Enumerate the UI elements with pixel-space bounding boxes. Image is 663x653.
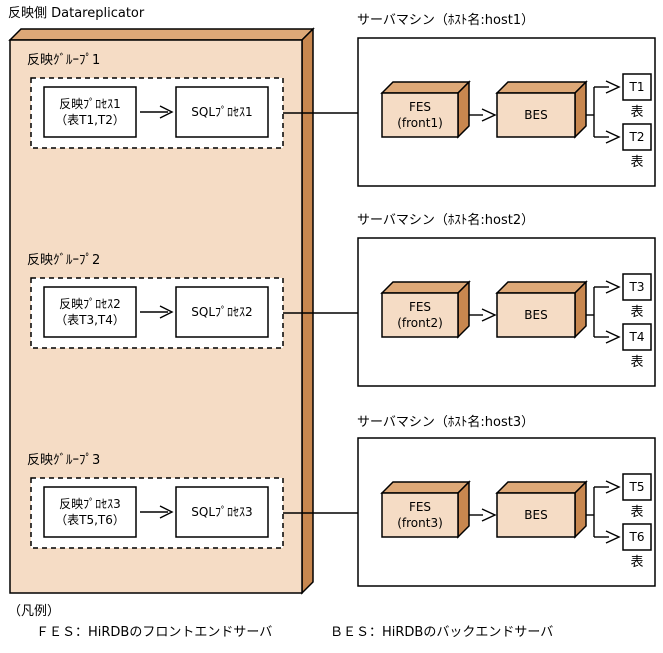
server2-branch-bottom-arrowhead (605, 330, 621, 344)
server1-table-top-caption: 表 (630, 105, 644, 120)
server1-table-top-box (622, 73, 652, 101)
legend-heading: （凡例） (8, 604, 61, 619)
group3-process-line2: （表T5,T6） (55, 513, 125, 527)
server1-table-top-text: T1 (629, 79, 645, 94)
server2-table-bottom-text: T4 (629, 329, 645, 344)
server1-fes-bes-arrowhead (481, 108, 497, 122)
group2-process-box (43, 286, 137, 338)
group2-process-line2: （表T3,T4） (55, 313, 125, 327)
group2-label: 反映ｸﾞﾙｰﾌﾟ2 (27, 253, 101, 268)
server3-fes-line2: (front3) (397, 516, 443, 530)
server1-fes-box-top (380, 81, 471, 94)
server3-table-top-box (622, 473, 652, 501)
group2-sql-text: SQLﾌﾟﾛｾｽ2 (191, 304, 253, 319)
server2-table-top-box (622, 273, 652, 301)
server3-table-top-caption: 表 (630, 505, 644, 520)
server1-table-bottom-text: T2 (629, 129, 645, 144)
server3-bes-box-face (496, 492, 576, 538)
group2-sql-box (175, 286, 269, 338)
server3-fes-text: FES (front3) (382, 493, 458, 537)
server3-bes-box-top (495, 481, 588, 494)
server3-table-bottom-text: T6 (629, 529, 645, 544)
datareplicator-box-top (8, 28, 315, 41)
group1-process-text: 反映ﾌﾟﾛｾｽ1 （表T1,T2） (44, 87, 136, 137)
diagram-title: 反映側 Datareplicator (8, 6, 145, 21)
group3-label: 反映ｸﾞﾙｰﾌﾟ3 (27, 453, 101, 468)
server2-table-top-caption: 表 (630, 305, 644, 320)
legend-fes-entry: ＦＥＳ：HiRDBのフロントエンドサーバ (36, 625, 273, 640)
group1-process-line2: （表T1,T2） (55, 113, 125, 127)
server3-bes-text: BES (524, 507, 548, 522)
server1-table-bottom-caption: 表 (630, 155, 644, 170)
server3-fes-bes-arrowhead (481, 508, 497, 522)
server2-fes-bes-arrowhead (481, 308, 497, 322)
server2-fes-box-top (380, 281, 471, 294)
server3-table-top-text: T5 (629, 479, 645, 494)
server3-branch-top-arrowhead (605, 480, 621, 494)
group1-sql-box (175, 86, 269, 138)
server3-fes-line1: FES (408, 499, 432, 514)
server3-label: サーバマシン（ﾎｽﾄ名:host3） (357, 415, 535, 430)
server3-fes-box-top (380, 481, 471, 494)
server2-label: サーバマシン（ﾎｽﾄ名:host2） (357, 213, 535, 228)
group1-process-line1: 反映ﾌﾟﾛｾｽ1 (59, 96, 121, 111)
group2-process-arrowhead (159, 305, 174, 319)
server2-table-bottom-caption: 表 (630, 355, 644, 370)
group3-sql-text: SQLﾌﾟﾛｾｽ3 (191, 504, 253, 519)
server1-fes-text: FES (front1) (382, 93, 458, 137)
server1-fes-line2: (front1) (397, 116, 443, 130)
server2-bes-box-top (495, 281, 588, 294)
server3-table-bottom-caption: 表 (630, 555, 644, 570)
server1-fes-line1: FES (408, 99, 432, 114)
server1-fes-box-face (381, 92, 459, 138)
server3-branch-bottom-arrowhead (605, 530, 621, 544)
group1-sql-text: SQLﾌﾟﾛｾｽ1 (191, 104, 253, 119)
server2-fes-box-face (381, 292, 459, 338)
group3-process-text: 反映ﾌﾟﾛｾｽ3 （表T5,T6） (44, 487, 136, 537)
server2-fes-line1: FES (408, 299, 432, 314)
server1-bes-box-face (496, 92, 576, 138)
server1-table-bottom-box (622, 123, 652, 151)
legend-bes-entry: ＢＥＳ：HiRDBのバックエンドサーバ (330, 625, 554, 640)
server2-table-bottom-box (622, 323, 652, 351)
server2-bes-text: BES (524, 307, 548, 322)
group2-process-line1: 反映ﾌﾟﾛｾｽ2 (59, 296, 121, 311)
server1-branch-bottom-arrowhead (605, 130, 621, 144)
server1-bes-box-top (495, 81, 588, 94)
server3-fes-box-face (381, 492, 459, 538)
server2-bes-box-face (496, 292, 576, 338)
group3-process-box (43, 486, 137, 538)
server1-branch-top-arrowhead (605, 80, 621, 94)
group3-process-arrowhead (159, 505, 174, 519)
server2-table-top-text: T3 (629, 279, 645, 294)
group3-sql-box (175, 486, 269, 538)
group1-label: 反映ｸﾞﾙｰﾌﾟ1 (27, 53, 101, 68)
group1-process-arrowhead (159, 105, 174, 119)
server2-fes-text: FES (front2) (382, 293, 458, 337)
group2-process-text: 反映ﾌﾟﾛｾｽ2 （表T3,T4） (44, 287, 136, 337)
server1-label: サーバマシン（ﾎｽﾄ名:host1） (357, 13, 535, 28)
server1-bes-text: BES (524, 107, 548, 122)
group3-process-line1: 反映ﾌﾟﾛｾｽ3 (59, 496, 121, 511)
server3-table-bottom-box (622, 523, 652, 551)
server2-fes-line2: (front2) (397, 316, 443, 330)
server2-branch-top-arrowhead (605, 280, 621, 294)
group1-process-box (43, 86, 137, 138)
